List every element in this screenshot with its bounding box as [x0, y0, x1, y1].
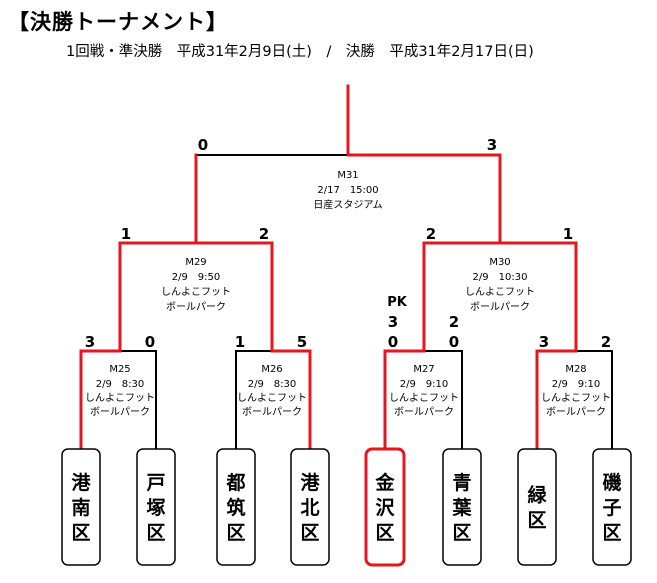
m30-venue-1: しんよこフット	[465, 286, 535, 298]
pk-label: PK	[387, 295, 408, 310]
team-box: 港南区	[61, 448, 101, 566]
m26-label: M26	[261, 364, 282, 375]
m30-venue-2: ボールパーク	[470, 301, 530, 313]
line-m25-totsuka	[119, 350, 157, 450]
page-title: 【決勝トーナメント】	[8, 10, 228, 34]
m31-datetime: 2/17 15:00	[317, 185, 378, 196]
score-m30-right: 1	[563, 225, 573, 243]
score-m27-left: 0	[388, 333, 398, 351]
m26-venue-1: しんよこフット	[237, 392, 307, 404]
line-m28-up	[498, 241, 578, 353]
team-box: 青葉区	[442, 448, 482, 566]
team-box-frame	[442, 448, 482, 566]
m27-venue-2: ボールパーク	[394, 406, 454, 418]
team-name: 磯子区	[602, 471, 621, 544]
team-box: 磯子区	[592, 448, 632, 566]
team-box-frame	[592, 448, 632, 566]
m28-venue-2: ボールパーク	[546, 406, 606, 418]
score-m31-left: 0	[198, 136, 208, 154]
team-name: 緑区	[527, 484, 547, 532]
line-m25-up	[118, 241, 198, 353]
m28-datetime: 2/9 9:10	[552, 379, 601, 390]
schedule-subtitle: 1回戦・準決勝 平成31年2月9日(土) / 決勝 平成31年2月17日(日)	[66, 44, 534, 60]
team-name: 金沢区	[374, 471, 395, 544]
scores: 0 3 1 2 2 1 3 0 1 5 0 0 3 2 PK 3 2	[85, 136, 611, 351]
m31-label: M31	[337, 170, 358, 181]
m28-venue-1: しんよこフット	[541, 392, 611, 404]
pk-score-right: 2	[449, 313, 459, 331]
score-m31-right: 3	[487, 136, 497, 154]
m29-venue-2: ボールパーク	[166, 301, 226, 313]
score-m26-left: 1	[235, 333, 245, 351]
m29-venue-1: しんよこフット	[161, 286, 231, 298]
team-name: 戸塚区	[146, 472, 165, 544]
line-m28-isogo	[575, 350, 613, 450]
team-box-frame	[364, 447, 406, 567]
m25-label: M25	[109, 364, 130, 375]
m25-datetime: 2/9 8:30	[96, 379, 145, 390]
match-info: M31 2/17 15:00 日産スタジアム M29 2/9 9:50 しんよこ…	[85, 170, 611, 418]
team-box-frame	[136, 448, 176, 566]
score-m28-left: 3	[539, 333, 549, 351]
team-box-frame	[216, 448, 256, 566]
score-m27-right: 0	[449, 333, 459, 351]
line-m31-left	[195, 154, 349, 244]
bracket-lines-red	[79, 84, 578, 451]
pk-score-left: 3	[388, 313, 398, 331]
team-box: 金沢区	[364, 447, 406, 567]
score-m25-left: 3	[85, 333, 95, 351]
m28-label: M28	[565, 364, 586, 375]
score-m30-left: 2	[426, 225, 436, 243]
m29-datetime: 2/9 9:50	[172, 272, 221, 283]
team-name: 港南区	[71, 472, 91, 544]
team-box: 緑区	[517, 448, 557, 566]
score-m29-left: 1	[121, 225, 131, 243]
team-boxes: 港南区 戸塚区 都筑区 港北区 金沢区 青葉区 緑区 磯子区	[61, 447, 632, 567]
m30-label: M30	[489, 257, 510, 268]
m26-datetime: 2/9 8:30	[248, 379, 297, 390]
line-m26-tsuzuki	[235, 350, 273, 450]
team-box-frame	[61, 448, 101, 566]
team-name: 港北区	[300, 472, 320, 544]
m27-venue-1: しんよこフット	[389, 392, 459, 404]
team-name: 青葉区	[451, 472, 472, 544]
line-kohoku-win	[270, 349, 312, 451]
team-box: 戸塚区	[136, 448, 176, 566]
team-name: 都筑区	[225, 472, 245, 544]
m27-datetime: 2/9 9:10	[400, 379, 449, 390]
line-m26-up	[194, 241, 274, 353]
score-m26-right: 5	[297, 333, 307, 351]
team-box-frame	[290, 448, 330, 566]
line-m27-up	[422, 241, 502, 353]
line-m27-aoba	[423, 350, 463, 450]
line-m30-up	[346, 153, 502, 245]
m31-venue: 日産スタジアム	[313, 198, 382, 211]
line-kanazawa-win	[383, 349, 426, 449]
team-box-frame	[517, 448, 557, 566]
m26-venue-2: ボールパーク	[242, 406, 302, 418]
score-m29-right: 2	[259, 225, 269, 243]
team-box: 都筑区	[216, 448, 256, 566]
line-konan-win	[79, 349, 122, 451]
score-m25-right: 0	[145, 333, 155, 351]
m25-venue-1: しんよこフット	[85, 392, 155, 404]
m29-label: M29	[185, 257, 206, 268]
team-box: 港北区	[290, 448, 330, 566]
m30-datetime: 2/9 10:30	[473, 272, 528, 283]
m27-label: M27	[413, 364, 434, 375]
score-m28-right: 2	[601, 333, 611, 351]
m25-venue-2: ボールパーク	[90, 406, 150, 418]
